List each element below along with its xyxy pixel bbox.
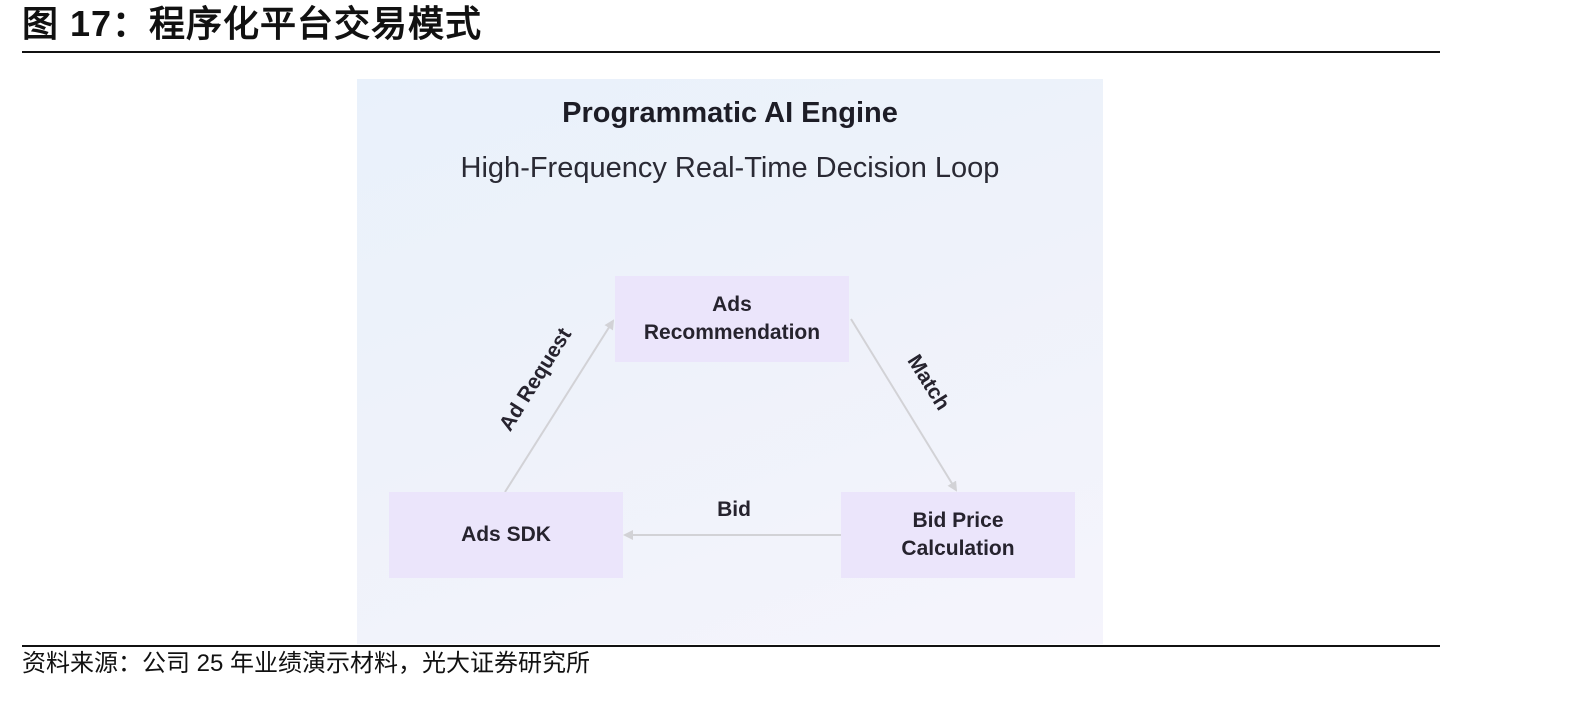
ad-request-label: Ad Request: [495, 324, 576, 435]
match-label: Match: [903, 351, 955, 415]
bid-label: Bid: [717, 498, 751, 521]
source-note: 资料来源：公司 25 年业绩演示材料，光大证券研究所: [22, 650, 591, 677]
bottom-rule: [22, 645, 1440, 647]
top-rule: [22, 51, 1440, 53]
node-bid-price-calculation: Bid Price Calculation: [841, 492, 1075, 578]
match-arrow: [850, 318, 958, 492]
diagram-title: Programmatic AI Engine: [562, 97, 898, 129]
diagram-subtitle: High-Frequency Real-Time Decision Loop: [460, 152, 1000, 184]
diagram-panel: Programmatic AI Engine High-Frequency Re…: [357, 79, 1103, 644]
node-ads-sdk: Ads SDK: [389, 492, 623, 578]
figure-title: 图 17：程序化平台交易模式: [22, 3, 483, 44]
diagram-links: Ad Request Match Bid: [495, 318, 958, 540]
ad-request-arrow: [504, 319, 615, 493]
node-ads-recommendation: Ads Recommendation: [615, 276, 849, 362]
